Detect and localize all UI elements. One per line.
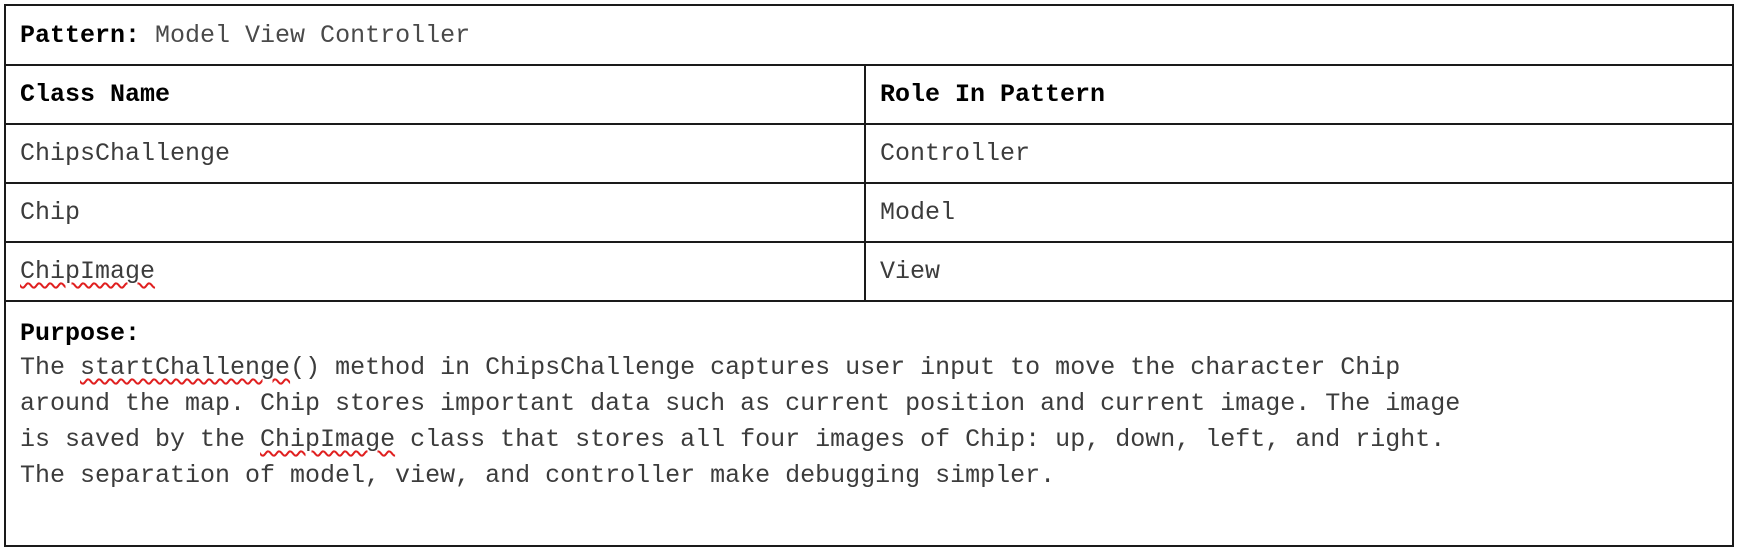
role-text: Model	[880, 198, 956, 227]
table-row: ChipImage View	[6, 243, 1732, 302]
class-name-cell[interactable]: ChipsChallenge	[6, 125, 866, 182]
role-cell[interactable]: Controller	[866, 125, 1732, 182]
class-name-cell[interactable]: Chip	[6, 184, 866, 241]
purpose-line-3-end: class that stores all four images of Chi…	[395, 425, 1446, 454]
class-name-text: Chip	[20, 198, 81, 227]
role-text: View	[880, 257, 941, 286]
class-name-cell[interactable]: ChipImage	[6, 243, 866, 300]
pattern-row: Pattern: Model View Controller	[6, 6, 1732, 66]
header-role-cell[interactable]: Role In Pattern	[866, 66, 1732, 123]
pattern-value: Model View Controller	[140, 20, 471, 50]
header-class-name-cell[interactable]: Class Name	[6, 66, 866, 123]
table-row: Chip Model	[6, 184, 1732, 243]
class-name-text: ChipImage	[20, 257, 156, 286]
header-class-name: Class Name	[20, 80, 171, 109]
role-text: Controller	[880, 139, 1031, 168]
role-cell[interactable]: Model	[866, 184, 1732, 241]
purpose-line-2: around the map. Chip stores important da…	[20, 389, 1461, 418]
class-reference: ChipImage	[260, 425, 396, 454]
role-cell[interactable]: View	[866, 243, 1732, 300]
header-row: Class Name Role In Pattern	[6, 66, 1732, 125]
purpose-line-1-end: () method in ChipsChallenge captures use…	[290, 353, 1401, 382]
pattern-label: Pattern:	[20, 20, 141, 50]
pattern-cell[interactable]: Pattern: Model View Controller	[6, 6, 1732, 64]
purpose-line-4: The separation of model, view, and contr…	[20, 461, 1056, 490]
purpose-line-3: is saved by the ChipImage class that sto…	[20, 422, 1718, 458]
purpose-line-1: The startChallenge() method in ChipsChal…	[20, 350, 1718, 386]
class-name-text: ChipsChallenge	[20, 139, 231, 168]
purpose-cell[interactable]: Purpose: The startChallenge() method in …	[6, 302, 1732, 545]
table-row: ChipsChallenge Controller	[6, 125, 1732, 184]
method-name: startChallenge	[80, 353, 291, 382]
purpose-line-3-start: is saved by the	[20, 425, 261, 454]
pattern-table: Pattern: Model View Controller Class Nam…	[4, 4, 1734, 547]
purpose-label: Purpose:	[20, 319, 141, 348]
purpose-line-1-start: The	[20, 353, 81, 382]
header-role: Role In Pattern	[880, 80, 1106, 109]
